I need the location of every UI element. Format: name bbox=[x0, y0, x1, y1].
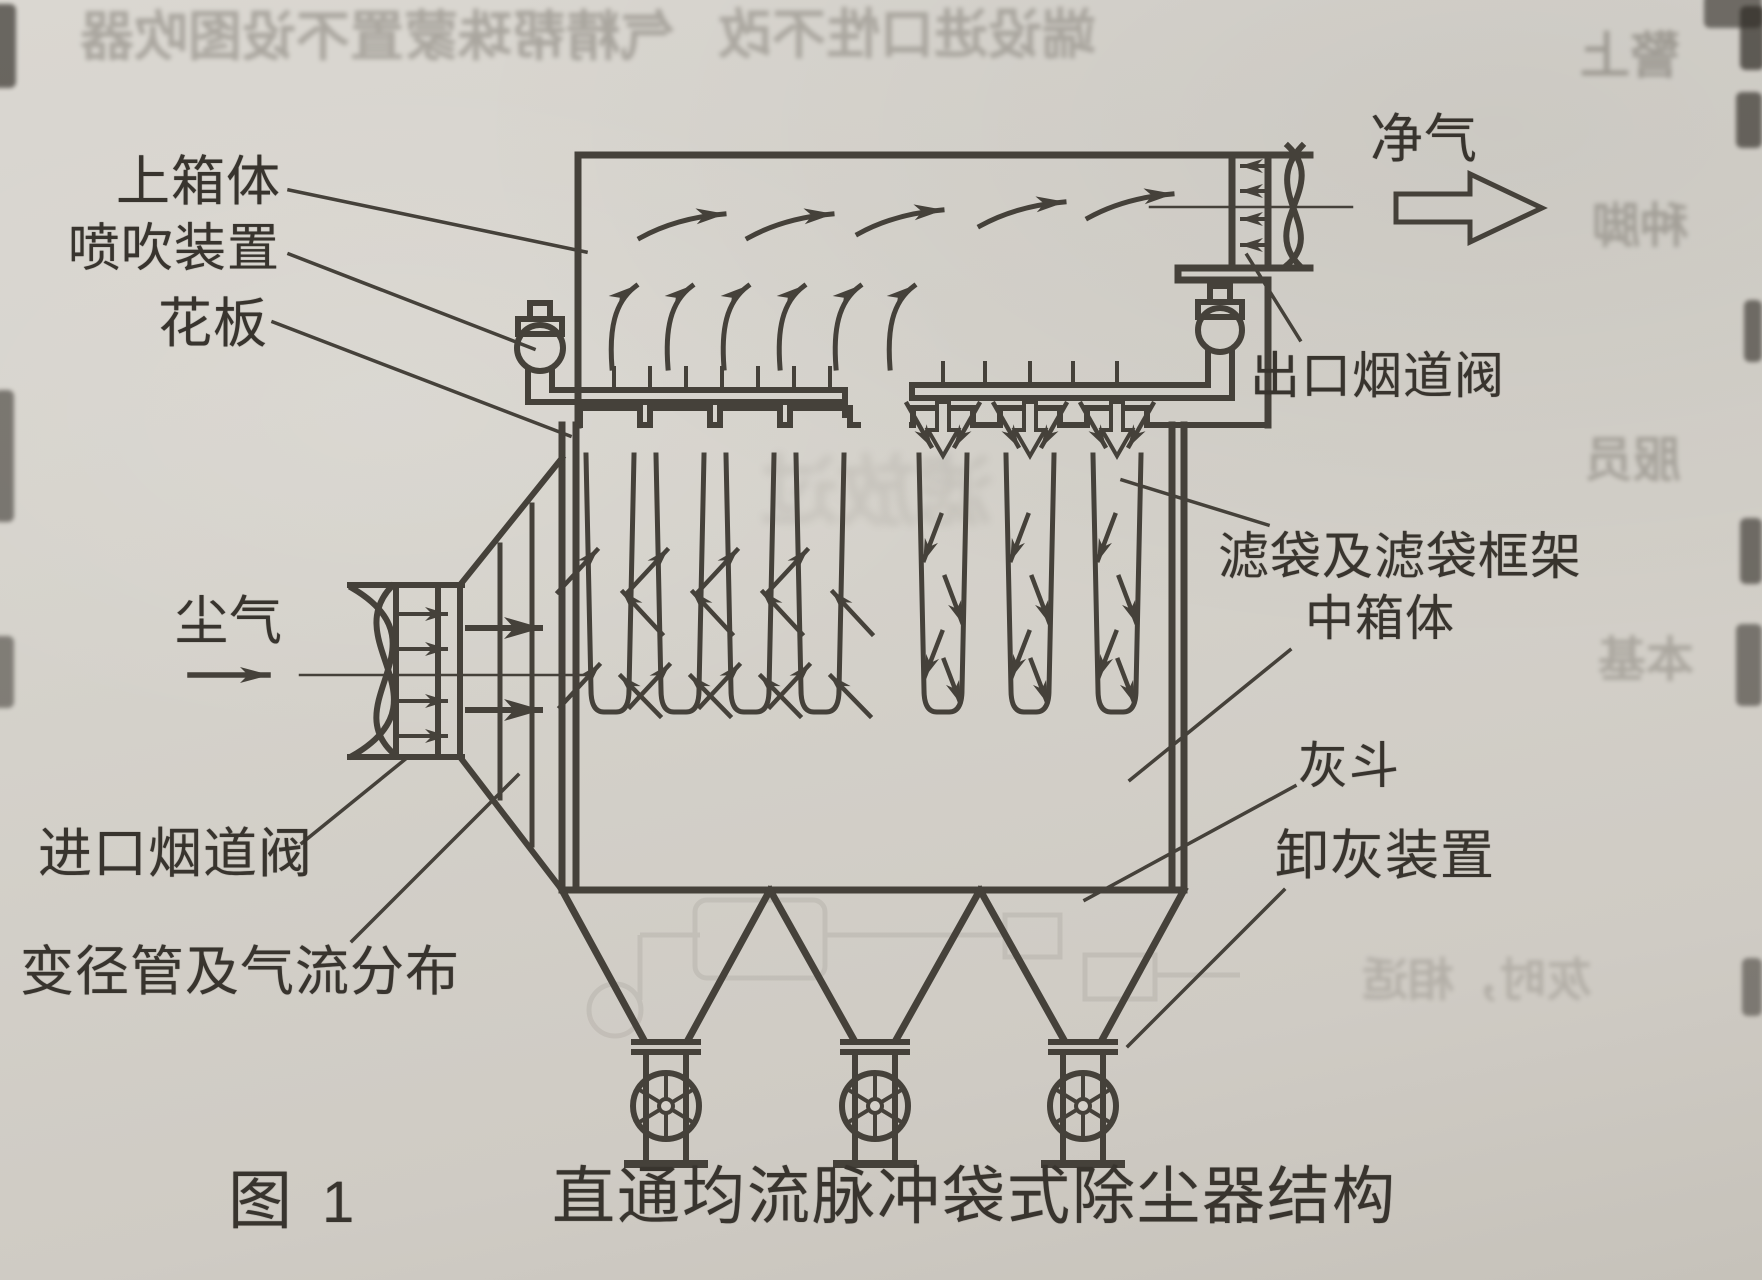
label-blowing-device: 喷吹装置 bbox=[68, 220, 281, 278]
scan-edge-smudge bbox=[1704, 0, 1762, 28]
label-tube-sheet: 花板 bbox=[158, 294, 268, 354]
blowpipe-left bbox=[525, 366, 848, 418]
ash-discharge-valves bbox=[628, 1042, 1121, 1164]
pulse-valve-left bbox=[514, 300, 566, 374]
scan-edge-smudge bbox=[0, 636, 14, 708]
label-reducer-flow-distribution: 变径管及气流分布 bbox=[20, 942, 460, 1002]
scan-edge-smudge bbox=[1742, 958, 1762, 1016]
blowpipe-right bbox=[909, 349, 1235, 401]
inlet-pipe-break bbox=[347, 581, 399, 761]
pulse-valve-right bbox=[1195, 283, 1245, 355]
inlet-flue-valve-symbol bbox=[347, 582, 465, 760]
scan-edge-smudge bbox=[1736, 92, 1762, 148]
middle-box-outline bbox=[558, 421, 1188, 894]
ash-hoppers bbox=[557, 885, 1189, 1045]
upper-box-flow-arrows bbox=[611, 194, 1172, 368]
scan-edge-smudge bbox=[1740, 518, 1762, 584]
scan-edge-smudge bbox=[0, 390, 14, 522]
caption-number: 1 bbox=[322, 1170, 356, 1235]
tube-sheet bbox=[575, 408, 1271, 428]
label-clean-gas: 净气 bbox=[1370, 110, 1478, 169]
label-dusty-gas: 尘气 bbox=[175, 592, 283, 651]
filter-bags-right bbox=[907, 402, 1153, 712]
label-middle-box: 中箱体 bbox=[1305, 592, 1456, 646]
label-ash-hopper: 灰斗 bbox=[1298, 738, 1400, 794]
scan-edge-smudge bbox=[0, 4, 16, 88]
label-upper-box: 上箱体 bbox=[116, 152, 281, 212]
leader-lines bbox=[270, 187, 1303, 1049]
outlet-pipe-break bbox=[1281, 141, 1307, 271]
label-outlet-flue-valve: 出口烟道阀 bbox=[1250, 348, 1505, 404]
bleedthrough-diagram bbox=[586, 897, 1240, 1039]
filter-bags-left bbox=[558, 455, 872, 716]
scan-edge-smudge bbox=[1744, 300, 1762, 362]
reducer-diffuser bbox=[455, 453, 567, 895]
upper-box-outline bbox=[574, 151, 1314, 429]
outlet-flue-valve-symbol bbox=[1228, 151, 1272, 272]
figure-caption: 图 1 直通均流脉冲袋式除尘器结构 bbox=[0, 1160, 1762, 1260]
caption-title: 直通均流脉冲袋式除尘器结构 bbox=[552, 1162, 1397, 1232]
caption-prefix: 图 bbox=[228, 1165, 293, 1237]
label-filter-bag-frame: 滤袋及滤袋框架 bbox=[1218, 528, 1583, 585]
clean-gas-arrow bbox=[1393, 170, 1548, 246]
label-inlet-flue-valve: 进口烟道阀 bbox=[38, 824, 313, 884]
scan-edge-smudge bbox=[1736, 624, 1762, 706]
label-ash-discharge: 卸灰装置 bbox=[1275, 826, 1495, 886]
